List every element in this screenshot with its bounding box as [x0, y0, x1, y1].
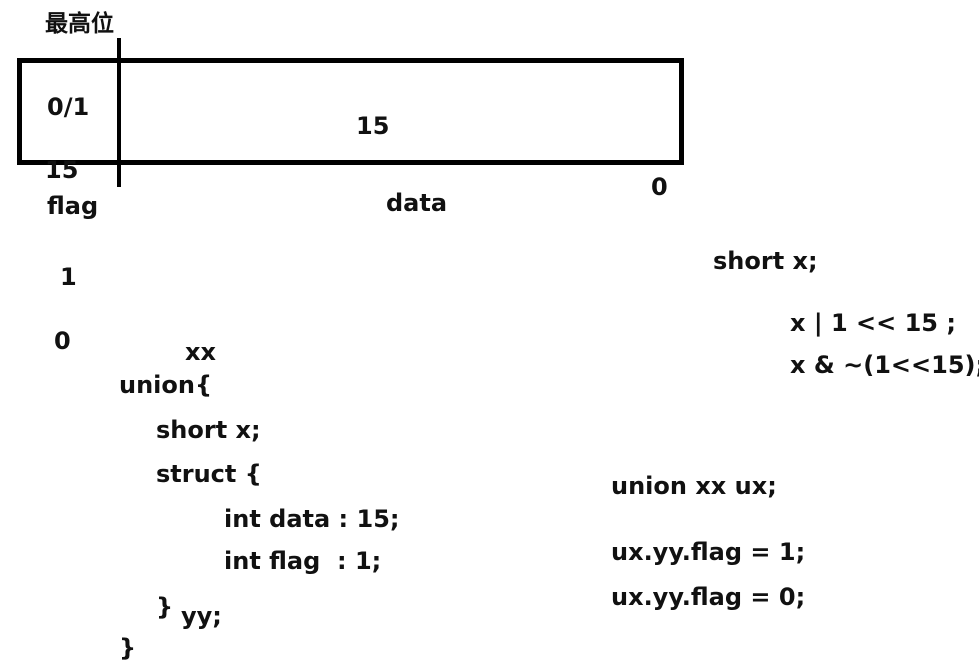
code-assign-one: ux.yy.flag = 1;: [611, 538, 806, 566]
code-union-open: union{: [119, 371, 213, 399]
example-zero: 0: [54, 327, 71, 355]
data-label: data: [386, 189, 448, 217]
code-int-data: int data : 15;: [224, 505, 400, 533]
code-struct-open: struct {: [156, 460, 262, 488]
code-union-close: }: [119, 634, 137, 662]
low-bit-index: 0: [651, 173, 668, 201]
code-assign-zero: ux.yy.flag = 0;: [611, 583, 806, 611]
high-bit-index: 15: [45, 156, 79, 184]
union-type-name: xx: [185, 338, 216, 366]
example-one: 1: [60, 263, 77, 291]
code-clear-bit: x & ~(1<<15);: [790, 351, 979, 379]
bit-field-box: [17, 58, 684, 165]
flag-divider-line: [117, 38, 121, 187]
code-struct-close: }: [156, 593, 174, 621]
code-set-bit: x | 1 << 15 ;: [790, 309, 956, 337]
code-short-decl: short x;: [713, 247, 818, 275]
flag-label: flag: [47, 192, 99, 220]
code-short-x: short x;: [156, 416, 261, 444]
msb-label: 最高位: [45, 11, 114, 37]
flag-cell-value: 0/1: [47, 93, 90, 121]
code-int-flag: int flag : 1;: [224, 547, 382, 575]
code-union-var: union xx ux;: [611, 472, 777, 500]
struct-member-name: yy;: [181, 602, 222, 630]
data-cell-value: 15: [356, 112, 390, 140]
